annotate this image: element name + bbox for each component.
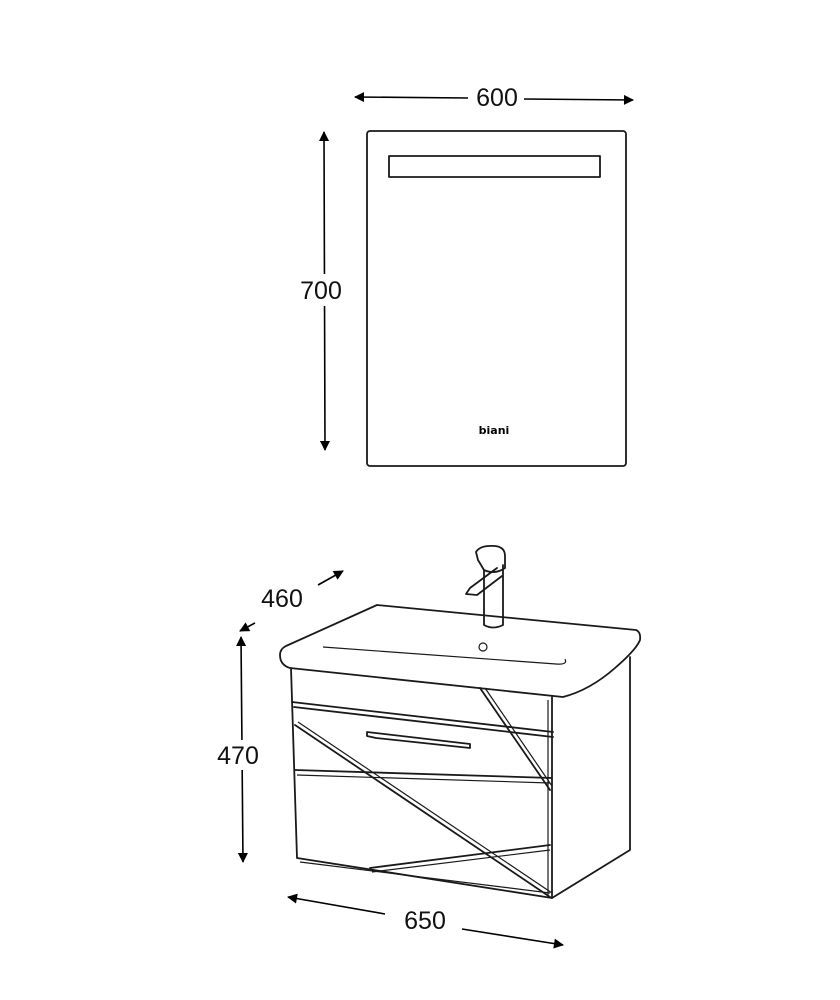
dimension-mirror-width: 600 — [354, 84, 634, 112]
mirror-light-bar — [388, 155, 601, 178]
mirror-logo: biani — [479, 424, 510, 437]
dimension-cabinet-depth: 460 — [239, 570, 344, 632]
vanity-cabinet — [279, 544, 642, 899]
drain — [478, 642, 488, 652]
mirror: biani — [366, 130, 627, 467]
mirror-width-label: 600 — [476, 84, 518, 112]
cabinet-width-label: 650 — [404, 907, 446, 935]
dimension-cabinet-height: 470 — [212, 636, 264, 863]
drawer-handle — [366, 731, 471, 749]
mirror-height-label: 700 — [300, 277, 342, 305]
washbasin — [279, 604, 642, 698]
cabinet-depth-label: 460 — [261, 585, 303, 613]
mirror-frame — [366, 130, 627, 467]
dimension-cabinet-width: 650 — [287, 893, 564, 949]
cabinet-height-label: 470 — [217, 742, 259, 770]
faucet — [465, 544, 506, 629]
dimension-mirror-height: 700 — [296, 131, 348, 451]
